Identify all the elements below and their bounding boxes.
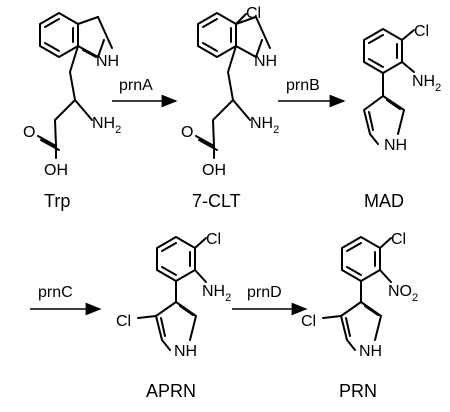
mad-name: MAD [364, 191, 404, 211]
aprn-benzene-double-bonds [161, 242, 191, 276]
aprn-cl-ring-bond [137, 315, 157, 319]
compound-prn: Cl NO2 Cl NH PRN [301, 231, 418, 401]
enzyme-prnC-label: prnC [38, 284, 73, 301]
reaction-prnB: prnB [278, 77, 346, 108]
clt-benzene-double-bonds [202, 18, 232, 52]
clt-cl-bond [235, 13, 247, 25]
clt-name: 7-CLT [192, 191, 241, 211]
prn-cl-ring-bond [322, 315, 342, 319]
trp-pyrrole-double-bond [82, 49, 97, 58]
prn-no2-label: NO2 [388, 283, 418, 304]
trp-name: Trp [44, 191, 70, 211]
mad-cl-label: Cl [414, 23, 429, 40]
trp-o-label: O [23, 124, 35, 141]
enzyme-prnA-label: prnA [119, 77, 153, 94]
aprn-cl-bond [194, 237, 207, 249]
prn-pyrrole-double-bonds [345, 305, 379, 337]
prn-cl-ring-label: Cl [301, 313, 316, 330]
clt-amine-bond [232, 99, 251, 121]
aprn-pyrrole-double-bonds [160, 305, 194, 337]
mad-nh2-label: NH2 [412, 73, 441, 94]
reaction-prnA: prnA [112, 77, 178, 108]
aprn-nh-label: NH [174, 343, 197, 360]
trp-pyrrole-ring [77, 16, 105, 58]
aprn-name: APRN [146, 381, 196, 401]
trp-oh-label: OH [44, 162, 68, 179]
clt-pyrrole-ring [235, 16, 271, 58]
compound-aprn: Cl NH2 Cl NH APRN [116, 231, 231, 401]
clt-nh2-label: NH2 [250, 115, 279, 136]
mad-cl-bond [401, 29, 415, 41]
trp-amine-bond [74, 99, 93, 121]
prn-cl-top-label: Cl [391, 231, 406, 248]
mad-nh2-bond [401, 61, 415, 73]
prn-no2-bond [379, 269, 392, 283]
aprn-nh2-bond [194, 269, 207, 283]
reaction-prnC: prnC [30, 284, 102, 316]
prn-benzene-double-bonds [346, 242, 376, 276]
prn-cl-bond [379, 237, 392, 249]
clt-oh-label: OH [202, 162, 226, 179]
mad-benzene-double-bonds [368, 34, 398, 68]
compound-trp: NH NH2 O OH Trp [23, 12, 121, 211]
compound-mad: Cl NH2 NH MAD [363, 23, 441, 211]
trp-benzene-double-bonds [44, 18, 74, 52]
aprn-cl-top-label: Cl [206, 231, 221, 248]
mad-nh-label: NH [384, 137, 407, 154]
clt-nh-label: NH [254, 53, 277, 70]
mad-pyrrole-ring [363, 95, 405, 145]
trp-ring-bond [97, 16, 113, 49]
trp-nh-label: NH [96, 53, 119, 70]
aprn-cl-ring-label: Cl [116, 313, 131, 330]
compound-7-clt: Cl NH NH2 O OH 7-CLT [181, 5, 279, 211]
prn-name: PRN [339, 381, 377, 401]
prn-nh-label: NH [359, 343, 382, 360]
enzyme-prnD-label: prnD [247, 284, 282, 301]
trp-side-chain [54, 45, 79, 147]
reaction-prnD: prnD [232, 284, 308, 316]
clt-side-chain [212, 45, 237, 147]
trp-nh2-label: NH2 [92, 115, 121, 136]
clt-o-label: O [181, 124, 193, 141]
enzyme-prnB-label: prnB [286, 77, 320, 94]
mad-pyrrole-double-bonds [368, 99, 401, 131]
aprn-nh2-label: NH2 [202, 283, 231, 304]
